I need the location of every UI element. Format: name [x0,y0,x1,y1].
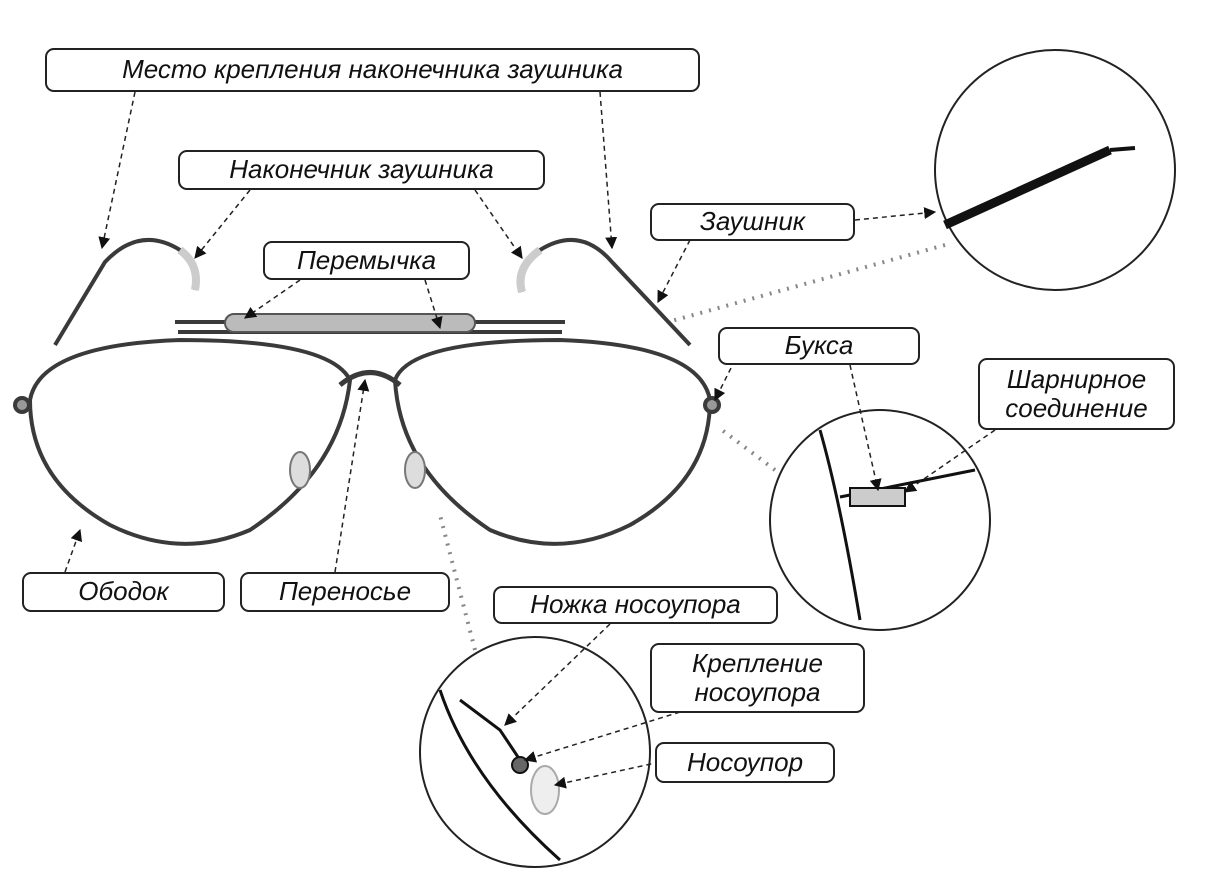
label-nose-pad: Носоупор [655,742,835,783]
frame [13,237,721,546]
nosepad-detail-circle [419,636,651,868]
label-rim: Ободок [22,572,225,612]
label-endpiece: Букса [718,327,920,365]
leader-lines [64,91,996,789]
nose-bridge [338,370,402,387]
label-hinge: Шарнирное соединение [978,358,1175,430]
dotted-connectors [438,243,946,651]
hinge-detail-circle [769,409,991,631]
right-rim [392,337,713,546]
label-temple: Заушник [650,203,855,241]
left-rim [27,337,353,546]
label-pad-mount: Крепление носоупора [650,643,865,713]
label-temple-tip-mount: Место крепления наконечника заушника [45,48,700,92]
label-hinge-line1: Шарнирное [1006,363,1147,394]
left-temple [53,237,198,347]
label-hinge-line2: соединение [1005,393,1148,423]
label-pad-mount-line1: Крепление [692,647,823,678]
bridge-sleeve [224,313,476,333]
label-pad-mount-line2: носоупора [694,677,821,707]
label-pad-arm: Ножка носоупора [493,586,778,624]
right-temple [518,237,692,347]
label-nose-bridge: Переносье [240,572,450,612]
detail-circles [419,49,1176,868]
temple-detail-circle [934,49,1176,291]
label-temple-tip: Наконечник заушника [178,150,545,190]
label-bridge-bar: Перемычка [263,241,470,280]
